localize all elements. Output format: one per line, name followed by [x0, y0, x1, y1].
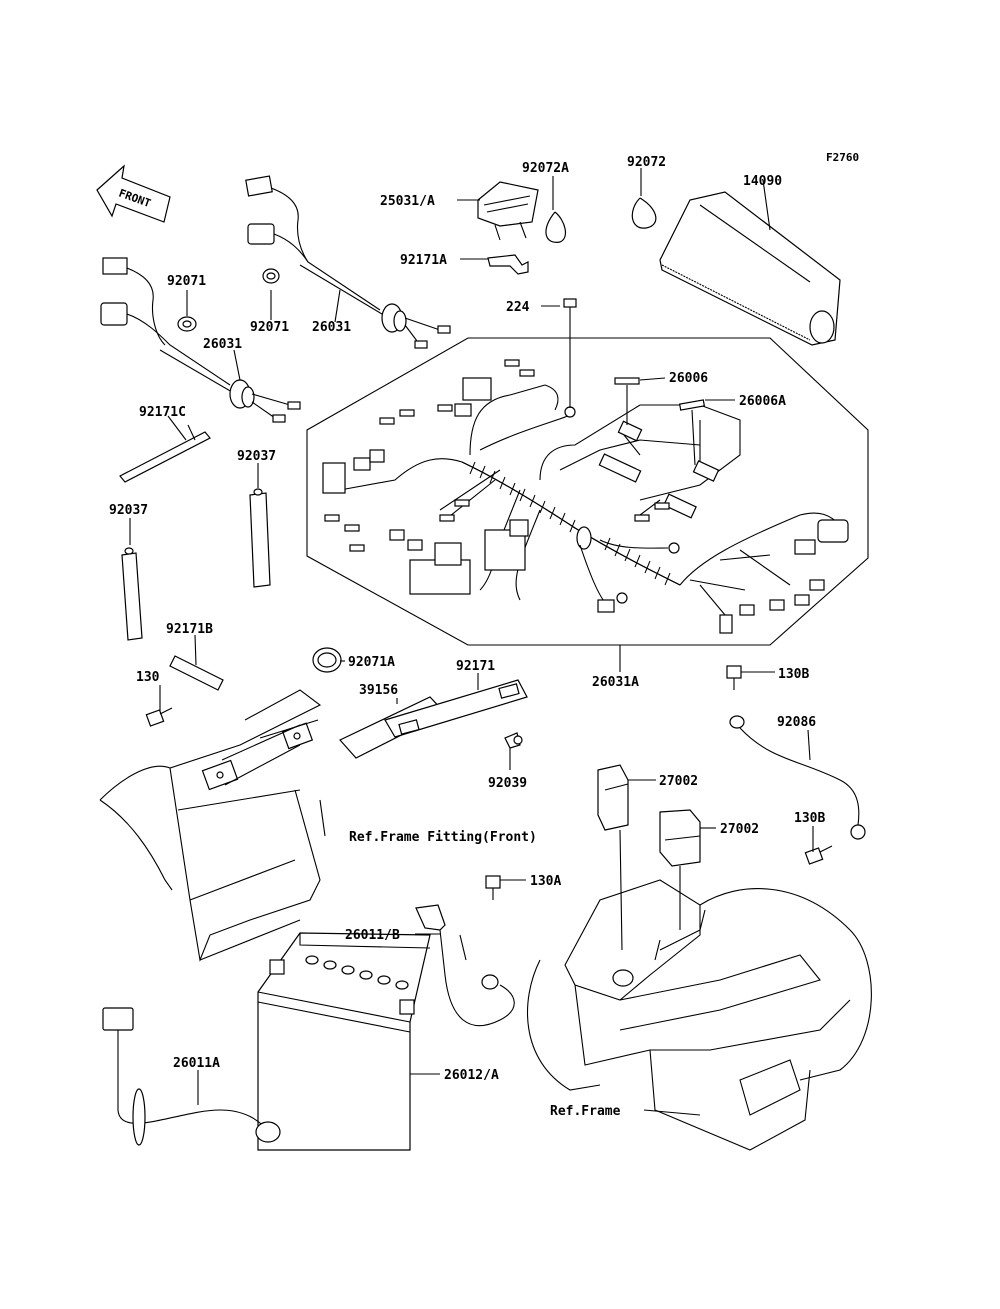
clip-92039 — [504, 732, 523, 749]
label-26031-lower: 26031 — [203, 337, 242, 352]
bracket-92171A — [487, 254, 529, 275]
bolt-130B-bottom — [804, 845, 833, 865]
frame-fitting-front — [99, 689, 322, 963]
cable-92086 — [729, 715, 866, 840]
sub-harness-26031-upper — [245, 175, 451, 349]
label-92037-left: 92037 — [109, 503, 148, 518]
bolt-224 — [563, 298, 577, 318]
bolt-130B-top — [726, 665, 742, 690]
label-92171C: 92171C — [139, 405, 186, 420]
label-92037-right: 92037 — [237, 449, 276, 464]
main-harness-26031A — [322, 359, 849, 634]
front-arrow-icon: FRONT — [96, 164, 171, 223]
label-92171: 92171 — [456, 659, 495, 674]
band-92171 — [384, 679, 528, 738]
label-27002-a: 27002 — [659, 774, 698, 789]
label-26012A: 26012/A — [444, 1068, 499, 1083]
leader-lines — [129, 168, 814, 1116]
label-130: 130 — [136, 670, 160, 685]
label-26006: 26006 — [669, 371, 708, 386]
label-92072A: 92072A — [522, 161, 569, 176]
sub-harness-26031-lower — [100, 257, 301, 423]
band-92171B — [169, 655, 224, 691]
label-92071-left: 92071 — [167, 274, 206, 289]
fuse-26006A — [678, 399, 706, 411]
label-26031A: 26031A — [592, 675, 639, 690]
label-39156: 39156 — [359, 683, 398, 698]
label-14090: 14090 — [743, 174, 782, 189]
grommet-92071-right — [262, 268, 280, 284]
strap-92037-left — [121, 547, 143, 641]
relay-27002-a — [597, 764, 629, 831]
battery-26012A — [257, 932, 431, 1151]
grommet-92071-left — [177, 316, 197, 332]
label-26011A: 26011A — [173, 1056, 220, 1071]
label-26006A: 26006A — [739, 394, 786, 409]
label-130B-bottom: 130B — [794, 811, 825, 826]
label-92086: 92086 — [777, 715, 816, 730]
fuse-26006 — [614, 377, 640, 385]
label-130A: 130A — [530, 874, 561, 889]
label-92071-right: 92071 — [250, 320, 289, 335]
label-27002-b: 27002 — [720, 822, 759, 837]
cover-14090 — [659, 191, 841, 346]
cable-26011A — [102, 1007, 281, 1146]
label-92039: 92039 — [488, 776, 527, 791]
label-130B-top: 130B — [778, 667, 809, 682]
bolt-130A — [485, 875, 501, 900]
label-224: 224 — [506, 300, 530, 315]
figure-code: F2760 — [826, 151, 859, 164]
bolt-130 — [145, 707, 173, 727]
ref-frame: Ref.Frame — [550, 1104, 621, 1119]
grommet-92071A — [312, 647, 342, 673]
label-26031-upper: 26031 — [312, 320, 351, 335]
label-92071A: 92071A — [348, 655, 395, 670]
label-25031A: 25031/A — [380, 194, 435, 209]
ref-frame-fitting-front: Ref.Frame Fitting(Front) — [349, 830, 537, 845]
relay-box-25031 — [477, 181, 539, 241]
label-26011B: 26011/B — [345, 928, 400, 943]
relay-27002-b — [659, 809, 701, 867]
clamp-92072A — [545, 211, 567, 243]
strap-92037-right — [249, 488, 271, 588]
label-92171B: 92171B — [166, 622, 213, 637]
band-92171C — [119, 424, 211, 483]
label-92072: 92072 — [627, 155, 666, 170]
main-harness-outline — [306, 337, 869, 646]
cable-26011B — [415, 904, 515, 1027]
label-92171A: 92171A — [400, 253, 447, 268]
frame-rear — [526, 879, 872, 1151]
clamp-92072 — [631, 197, 657, 229]
